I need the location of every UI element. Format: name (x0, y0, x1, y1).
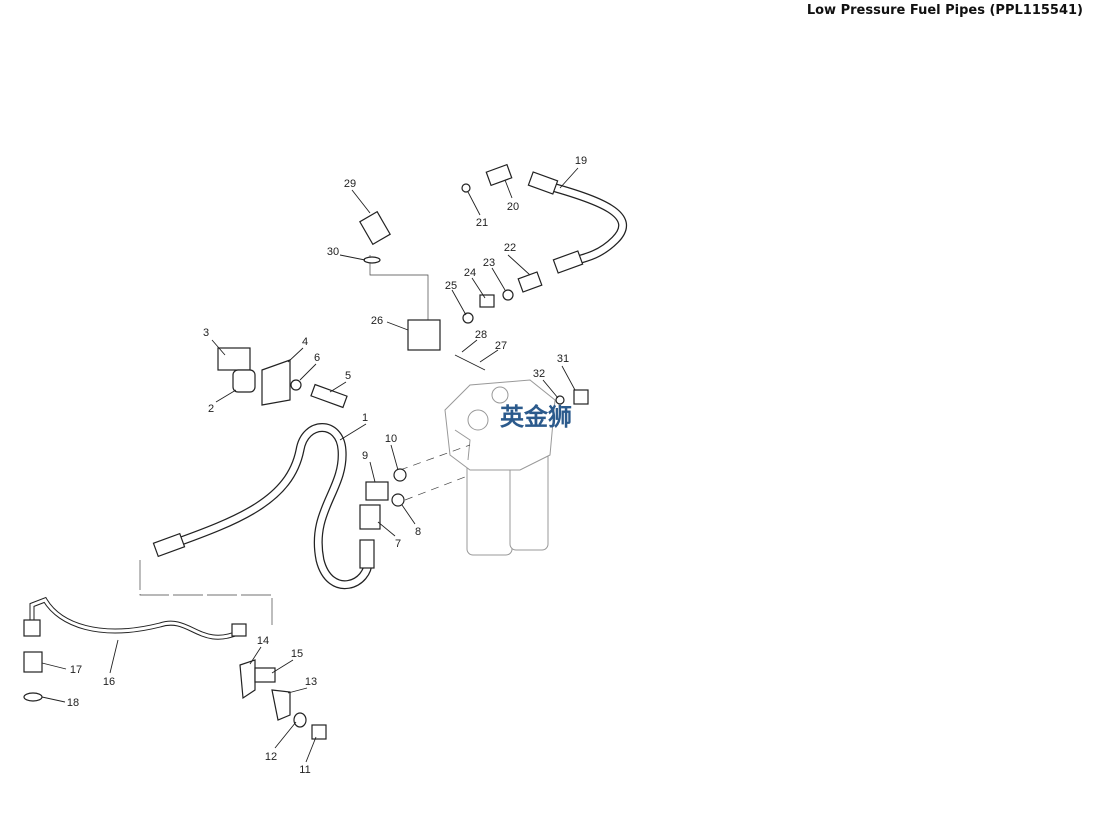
callout-8: 8 (415, 526, 421, 538)
watermark: 英金狮 (500, 403, 572, 431)
page-title: Low Pressure Fuel Pipes (PPL115541) (806, 3, 1083, 18)
fuel-filter-assembly (444, 379, 556, 556)
callout-29: 29 (344, 178, 356, 190)
callout-30: 30 (327, 246, 339, 258)
callout-26: 26 (371, 315, 383, 327)
callout-22: 22 (504, 242, 516, 254)
callout-labels: 29 30 21 20 19 22 23 24 25 26 28 27 3 4 … (67, 155, 587, 776)
callout-10: 10 (385, 433, 397, 445)
leader-lines (41, 167, 579, 763)
callout-32: 32 (533, 368, 545, 380)
pipe-16 (23, 596, 247, 702)
callout-18: 18 (67, 697, 79, 709)
callout-28: 28 (475, 329, 487, 341)
callout-24: 24 (464, 267, 476, 279)
pipe-1 (152, 423, 375, 590)
pipe-19 (527, 171, 627, 274)
callout-7: 7 (395, 538, 401, 550)
callout-19: 19 (575, 155, 587, 167)
callout-31: 31 (557, 353, 569, 365)
callout-16: 16 (103, 676, 115, 688)
callout-1: 1 (362, 412, 368, 424)
callout-9: 9 (362, 450, 368, 462)
callout-20: 20 (507, 201, 519, 213)
callout-27: 27 (495, 340, 507, 352)
callout-25: 25 (445, 280, 457, 292)
callout-14: 14 (257, 635, 269, 647)
callout-11: 11 (299, 764, 310, 776)
callout-23: 23 (483, 257, 495, 269)
callout-15: 15 (291, 648, 303, 660)
callout-21: 21 (476, 217, 488, 229)
callout-3: 3 (203, 327, 209, 339)
callout-4: 4 (302, 336, 308, 348)
callout-6: 6 (314, 352, 320, 364)
callout-17: 17 (70, 664, 82, 676)
callout-12: 12 (265, 751, 277, 763)
callout-13: 13 (305, 676, 317, 688)
callout-5: 5 (345, 370, 351, 382)
callout-2: 2 (208, 403, 214, 415)
